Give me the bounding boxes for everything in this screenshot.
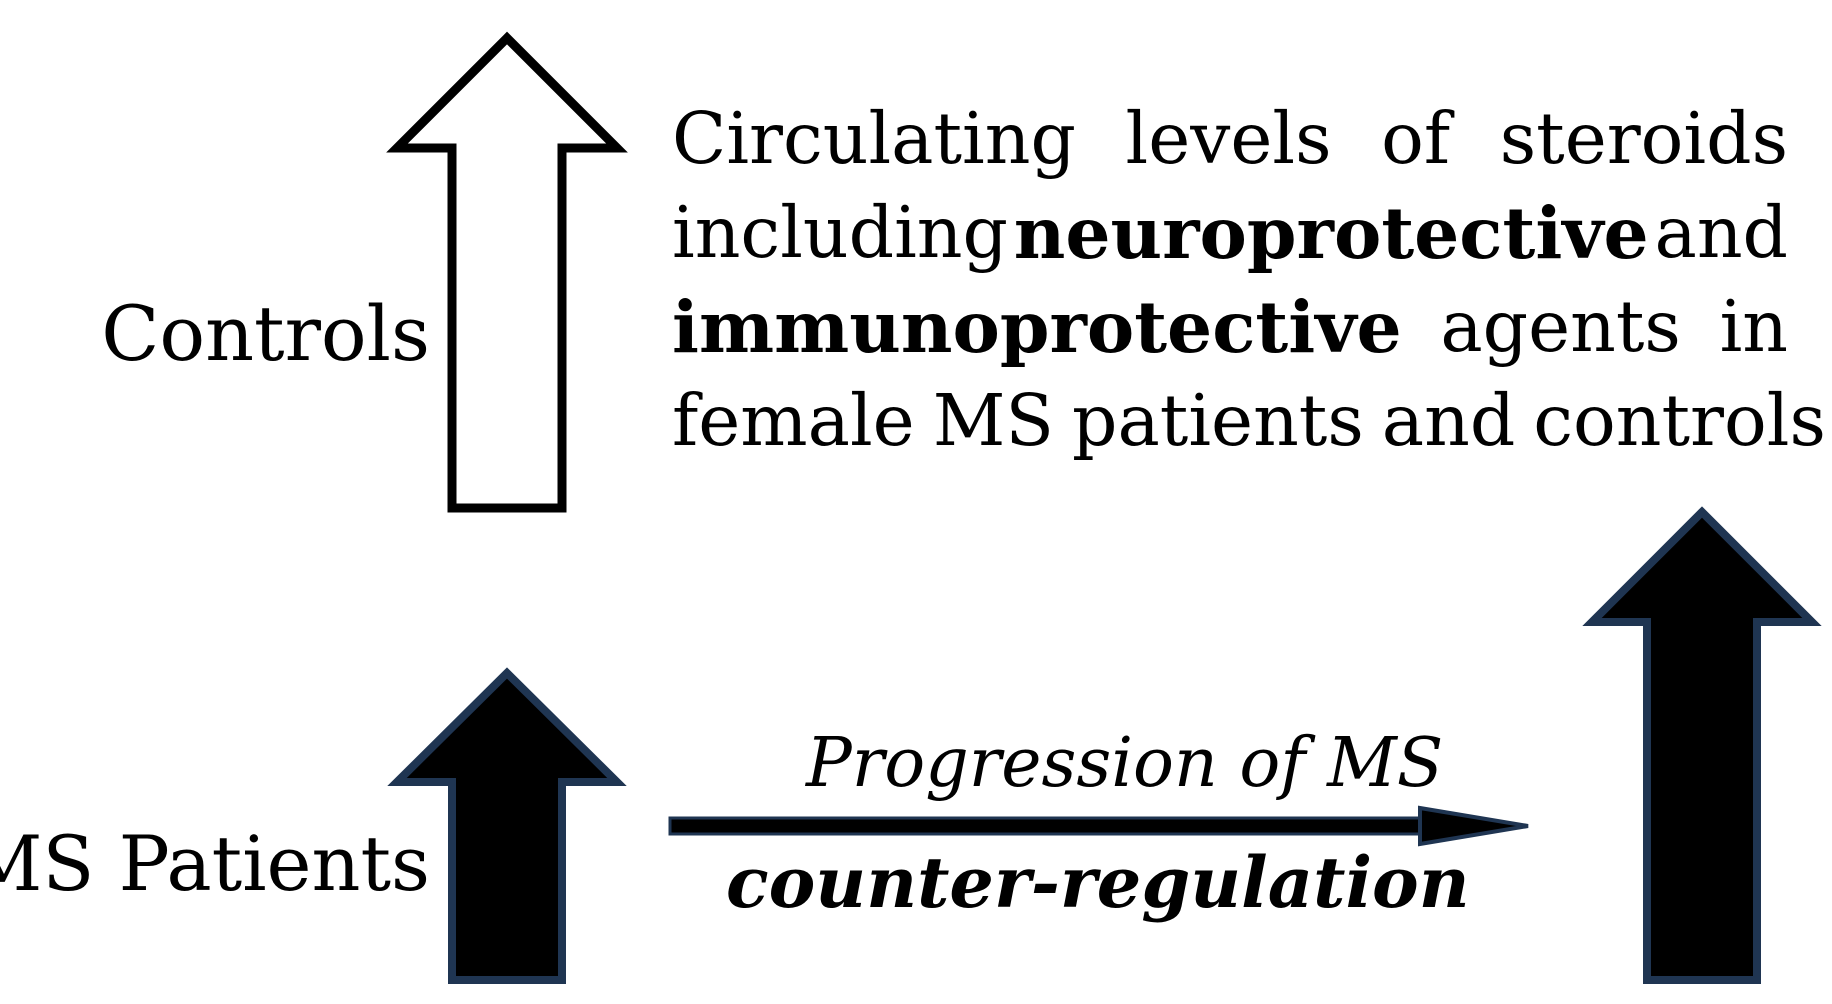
description-line-3: immunoprotective agents in [672,280,1788,374]
description-line-4: female MS patients and controls [672,374,1826,468]
description-word: patients [1072,379,1364,462]
ms-patients-label: MS Patients [0,819,430,908]
ms-progression-up-arrow [1582,506,1822,984]
description-word: of [1381,97,1451,180]
description-word: including [672,191,1008,274]
description-word: MS [932,379,1055,462]
controls-label: Controls [101,289,430,378]
description-word: Circulating [672,97,1076,180]
description-word: agents [1440,285,1681,368]
counter-regulation-label: counter-regulation [726,841,1470,924]
description-word: controls [1533,379,1826,462]
controls-up-arrow [386,31,628,513]
description-word: and [1654,191,1788,274]
progression-arrow-shaft [668,816,1428,836]
description-word: and [1381,379,1516,462]
description-word: female [672,379,915,462]
steroid-levels-description: Circulating levels of steroids including… [672,92,1826,468]
description-word: levels [1125,97,1332,180]
description-line-1: Circulating levels of steroids [672,92,1788,186]
neuroprotective-term: neuroprotective [1013,191,1649,275]
progression-arrowhead [1418,805,1529,847]
description-word: in [1719,285,1788,368]
ms-patients-up-arrow [387,667,627,984]
immunoprotective-term: immunoprotective [672,285,1402,369]
progression-label: Progression of MS [806,724,1444,803]
description-word: steroids [1499,97,1788,180]
description-line-2: including neuroprotective and [672,186,1788,280]
